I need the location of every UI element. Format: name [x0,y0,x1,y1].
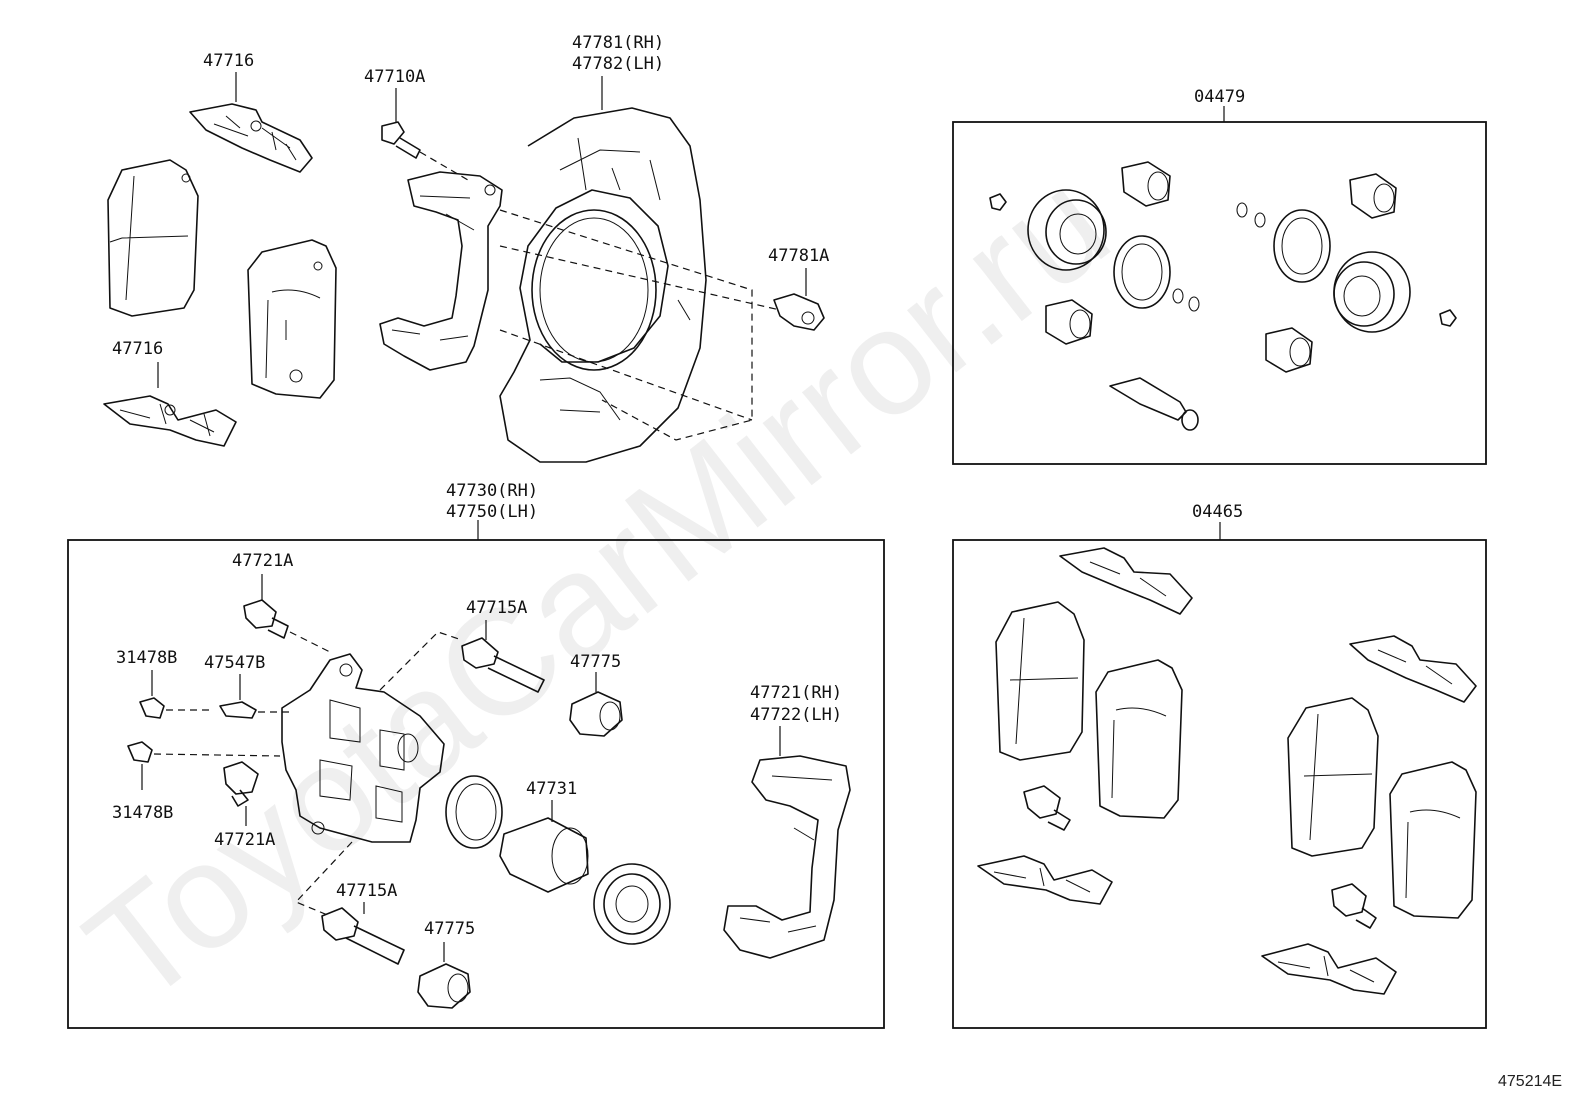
brake-pad-outer-top[interactable] [107,159,199,317]
label-47775-bottom[interactable]: 47775 [424,919,475,939]
label-47715A-top[interactable]: 47715A [466,598,527,618]
label-04465[interactable]: 04465 [1192,502,1243,522]
cap-31478B-bottom[interactable] [127,741,281,790]
label-47750-lh[interactable]: 47750(LH) [446,502,538,522]
label-47710A[interactable]: 47710A [364,67,425,87]
seal-kit-parts [989,161,1457,431]
caliper-body[interactable] [281,631,463,917]
bolt-47781A[interactable] [773,268,825,331]
bleeder-47721A-bottom[interactable] [223,761,259,826]
kit-box-04479[interactable] [952,121,1487,465]
label-47721A-top[interactable]: 47721A [232,551,293,571]
label-31478B-top[interactable]: 31478B [116,648,177,668]
boot-47775-bottom[interactable] [417,942,471,1009]
bleeder-47721A-top[interactable] [243,574,331,653]
label-47715A-bottom[interactable]: 47715A [336,881,397,901]
label-47781A[interactable]: 47781A [768,246,829,266]
caliper-assembly-box[interactable] [67,539,885,1029]
screw-47547B[interactable] [219,674,290,719]
label-47730-rh[interactable]: 47730(RH) [446,481,538,501]
label-47716-bottom[interactable]: 47716 [112,339,163,359]
pad-clip-bottom-47716[interactable] [103,362,237,447]
bolt-47710A[interactable] [381,88,469,181]
pad-kit-parts [977,547,1477,995]
guide-pin-47715A-top[interactable] [461,620,545,693]
label-47731[interactable]: 47731 [526,779,577,799]
piston-seal[interactable] [445,775,503,849]
cap-31478B-top[interactable] [139,670,214,719]
dust-shield[interactable] [499,76,707,463]
label-47547B[interactable]: 47547B [204,653,265,673]
caliper-mount-47721[interactable] [723,726,851,959]
brake-pad-inner-top[interactable] [247,239,337,399]
boot-47775-top[interactable] [569,672,623,737]
label-47716-top[interactable]: 47716 [203,51,254,71]
label-04479[interactable]: 04479 [1194,87,1245,107]
label-47781-rh[interactable]: 47781(RH) [572,33,664,53]
label-47721A-bottom[interactable]: 47721A [214,830,275,850]
pad-clip-top-47716[interactable] [189,72,313,173]
label-31478B-bottom[interactable]: 31478B [112,803,173,823]
watermark: ToyotaCarMirror.ru [56,138,1138,1035]
guide-pin-47715A-bottom[interactable] [321,902,405,965]
caliper-mount-top[interactable] [379,171,503,371]
pad-kit-box-04465[interactable] [952,539,1487,1029]
piston-47731[interactable] [499,800,589,893]
dust-boot-large[interactable] [593,863,671,945]
label-47721-rh[interactable]: 47721(RH) [750,683,842,703]
figure-code: 475214E [1498,1073,1562,1090]
assembly-dashed-guides [499,209,781,441]
part-labels: 47716 47716 47710A 47781(RH) 47782(LH) 4… [112,33,1245,939]
label-47782-lh[interactable]: 47782(LH) [572,54,664,74]
label-47722-lh[interactable]: 47722(LH) [750,705,842,725]
label-47775-top[interactable]: 47775 [570,652,621,672]
